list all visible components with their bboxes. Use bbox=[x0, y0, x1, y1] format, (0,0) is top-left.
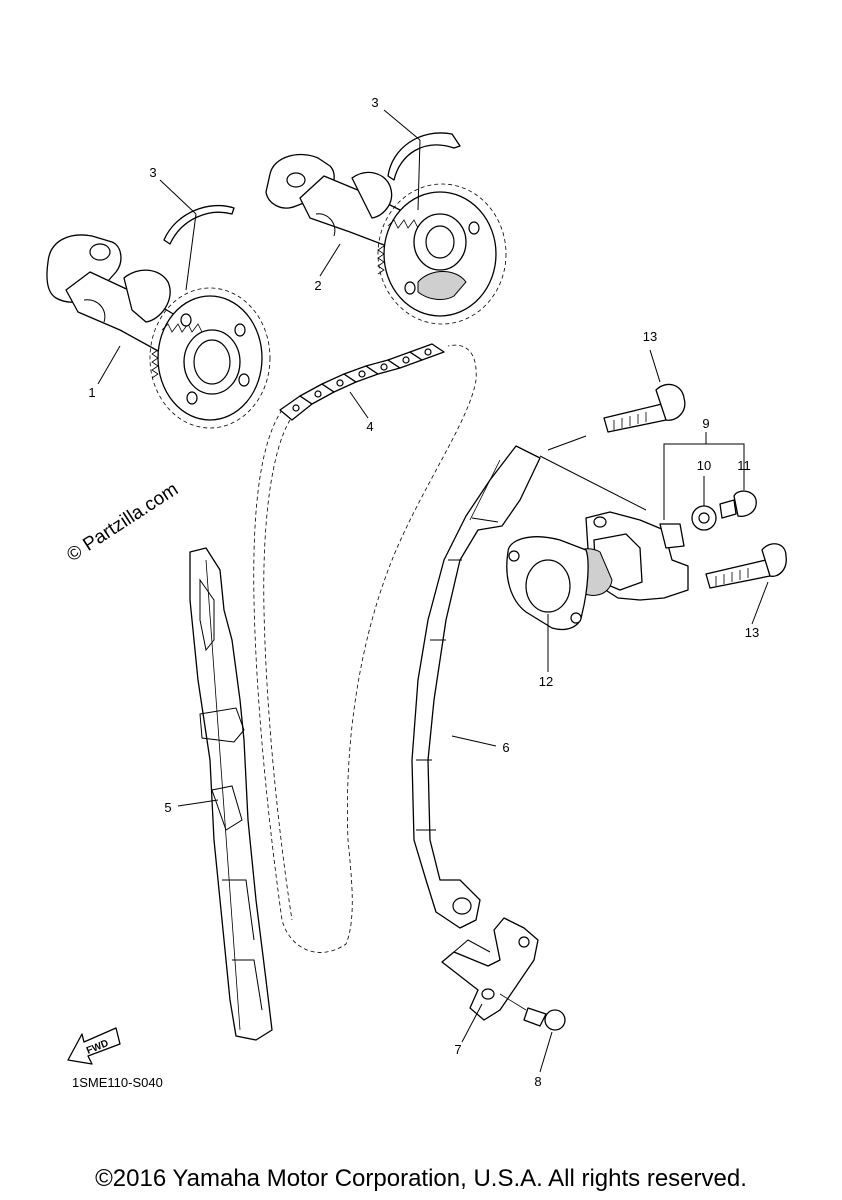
callout-9: 9 bbox=[702, 416, 709, 431]
cam-chain-4[interactable] bbox=[253, 343, 477, 953]
bolt-13-lower[interactable] bbox=[705, 543, 787, 589]
chain-guide-5[interactable] bbox=[189, 547, 273, 1041]
callout-2: 2 bbox=[314, 278, 321, 293]
gasket-12[interactable] bbox=[506, 536, 589, 631]
clip-3-upper[interactable] bbox=[387, 132, 461, 181]
camshaft-2[interactable] bbox=[265, 153, 507, 325]
tensioner-guide-6[interactable] bbox=[411, 445, 541, 929]
leader-lines bbox=[97, 109, 769, 1073]
callout-4: 4 bbox=[366, 419, 373, 434]
bolt-11[interactable] bbox=[719, 490, 757, 519]
callout-13-lower: 13 bbox=[745, 625, 759, 640]
washer-10[interactable] bbox=[691, 505, 717, 531]
callout-10: 10 bbox=[697, 458, 711, 473]
callout-13-upper: 13 bbox=[643, 329, 657, 344]
callout-6: 6 bbox=[502, 740, 509, 755]
callout-8: 8 bbox=[534, 1074, 541, 1089]
callout-7: 7 bbox=[454, 1042, 461, 1057]
callout-3-upper: 3 bbox=[371, 95, 378, 110]
callout-3-left: 3 bbox=[149, 165, 156, 180]
callout-1: 1 bbox=[88, 385, 95, 400]
camshaft-1[interactable] bbox=[46, 234, 271, 429]
callout-12: 12 bbox=[539, 674, 553, 689]
forward-arrow-icon: FWD bbox=[67, 1027, 121, 1065]
callout-5: 5 bbox=[164, 800, 171, 815]
callout-11: 11 bbox=[737, 458, 751, 473]
diagram-code: 1SME110-S040 bbox=[72, 1075, 163, 1090]
clip-3-left[interactable] bbox=[163, 204, 235, 245]
copyright-notice: ©2016 Yamaha Motor Corporation, U.S.A. A… bbox=[95, 1165, 747, 1192]
screw-8[interactable] bbox=[499, 993, 566, 1031]
watermark-text: © Partzilla.com bbox=[63, 479, 182, 566]
stopper-plate-7[interactable] bbox=[441, 917, 539, 1021]
bolt-13-upper[interactable] bbox=[603, 383, 686, 433]
